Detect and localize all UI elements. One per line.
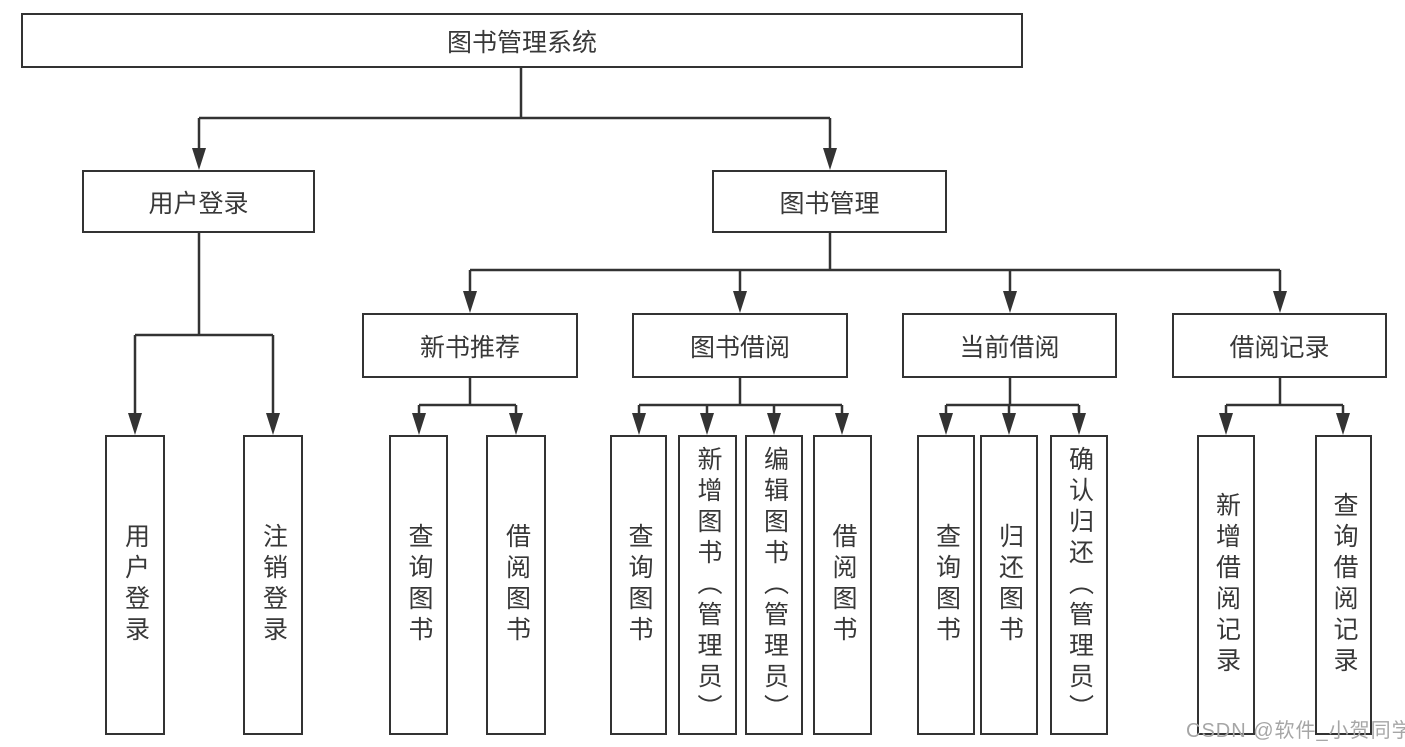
leaf-label: 借阅图书 (829, 523, 857, 647)
leaf-label: 查询图书 (405, 523, 433, 647)
leaf-add-book-admin: 新增图书（管理员） (678, 435, 737, 735)
leaf-query-books-borrow: 查询图书 (610, 435, 667, 735)
leaf-label: 注销登录 (259, 523, 288, 647)
node-label: 用户登录 (148, 189, 249, 218)
node-label: 图书借阅 (689, 333, 790, 362)
leaf-query-books-recommend: 查询图书 (389, 435, 448, 735)
leaf-label: 编辑图书（管理员） (760, 445, 789, 725)
leaf-confirm-return-admin: 确认归还（管理员） (1050, 435, 1108, 735)
leaf-label: 查询图书 (625, 523, 653, 647)
node-label: 图书管理系统 (446, 28, 597, 57)
leaf-label: 借阅图书 (502, 523, 531, 647)
node-library-management-system: 图书管理系统 (21, 13, 1023, 68)
leaf-label: 查询图书 (932, 523, 961, 647)
node-borrowing-records: 借阅记录 (1172, 313, 1387, 378)
arrowheads (128, 148, 1350, 435)
leaf-borrow-books-recommend: 借阅图书 (486, 435, 546, 735)
leaf-return-books: 归还图书 (980, 435, 1038, 735)
leaf-query-borrow-record: 查询借阅记录 (1315, 435, 1372, 735)
leaf-label: 归还图书 (995, 523, 1024, 647)
leaf-logout: 注销登录 (243, 435, 303, 735)
leaf-label: 确认归还（管理员） (1065, 445, 1094, 725)
leaf-label: 用户登录 (121, 523, 150, 647)
node-current-borrowing: 当前借阅 (902, 313, 1117, 378)
node-label: 借阅记录 (1229, 333, 1330, 362)
csdn-watermark: CSDN @软件_小贺同学 (1186, 720, 1405, 742)
leaf-add-borrow-record: 新增借阅记录 (1197, 435, 1255, 735)
node-book-borrowing: 图书借阅 (632, 313, 848, 378)
leaf-edit-book-admin: 编辑图书（管理员） (745, 435, 803, 735)
node-book-management: 图书管理 (712, 170, 947, 233)
leaf-label: 新增借阅记录 (1212, 492, 1241, 678)
leaf-label: 查询借阅记录 (1330, 492, 1358, 678)
node-label: 当前借阅 (959, 333, 1060, 362)
node-new-book-recommend: 新书推荐 (362, 313, 578, 378)
node-label: 新书推荐 (419, 333, 520, 362)
leaf-user-login: 用户登录 (105, 435, 165, 735)
leaf-borrow-books: 借阅图书 (813, 435, 872, 735)
leaf-label: 新增图书（管理员） (694, 445, 722, 725)
node-user-login: 用户登录 (82, 170, 315, 233)
leaf-query-books-current: 查询图书 (917, 435, 975, 735)
node-label: 图书管理 (779, 189, 880, 218)
connector-lines (133, 68, 1345, 417)
